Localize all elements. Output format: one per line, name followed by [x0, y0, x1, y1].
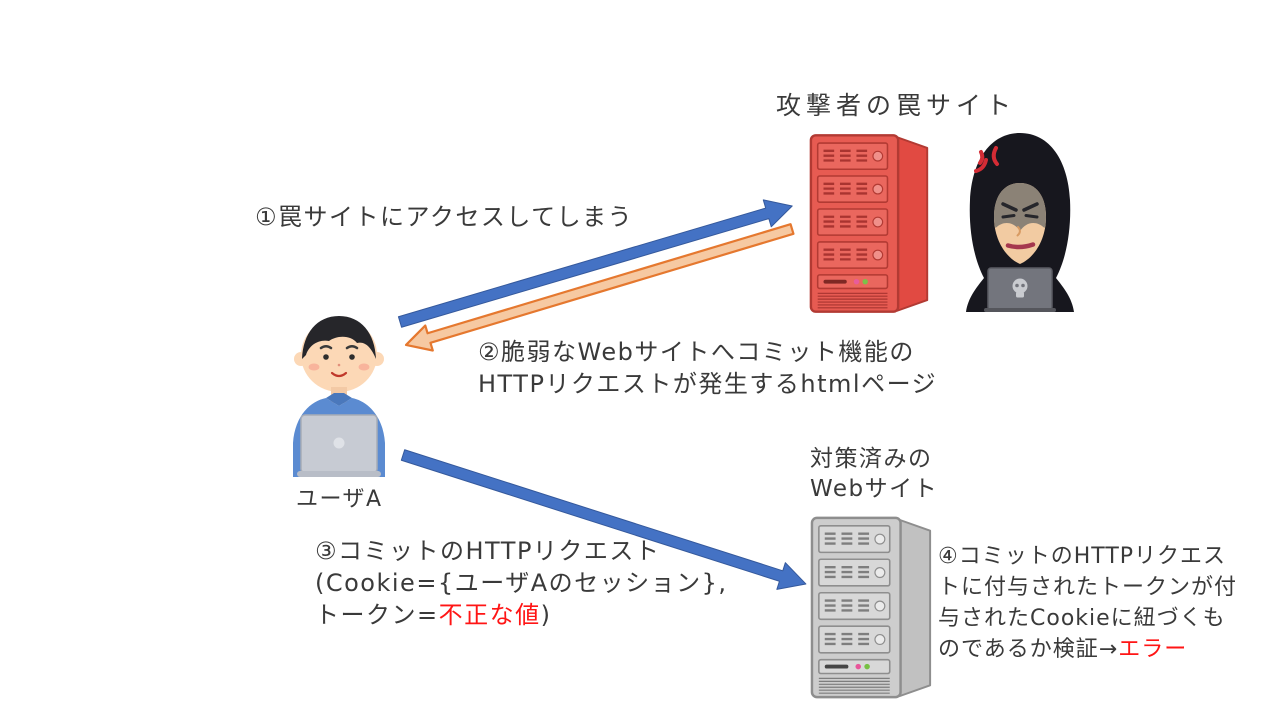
skull-icon	[1012, 278, 1028, 298]
step1-arrow	[397, 199, 793, 328]
user-laptop-base	[297, 471, 381, 477]
hacker-laptop-base	[984, 308, 1056, 312]
hacker-angry-eyes	[1001, 202, 1039, 219]
user-mouth	[330, 371, 348, 378]
user-eye-left	[323, 354, 329, 360]
user-eyebrows	[319, 345, 359, 350]
user-blush-right	[358, 363, 370, 371]
user-label: ユーザA	[296, 487, 383, 512]
user-eye-right	[349, 354, 355, 360]
invalid-token-value: 不正な値	[438, 601, 541, 629]
hacker-mouth	[1005, 242, 1036, 250]
attacker-server-icon	[810, 135, 928, 312]
hacker-nose	[1016, 226, 1021, 237]
anger-mark-icon	[974, 146, 999, 173]
user-collar	[326, 393, 352, 406]
user-icon	[293, 316, 385, 477]
step1-label: ①罠サイトにアクセスしてしまう	[255, 203, 634, 231]
protected-site-label: 対策済みの Webサイト	[810, 446, 939, 502]
step2-arrow	[404, 223, 795, 352]
user-nose	[337, 363, 341, 367]
protected-server-icon	[811, 517, 931, 698]
user-blush-left	[308, 363, 320, 371]
hacker-icon	[966, 133, 1074, 312]
attacker-site-title: 攻撃者の罠サイト	[776, 91, 1017, 120]
step3-arrow	[400, 449, 807, 590]
step3-label: ③コミットのHTTPリクエスト (Cookie={ユーザAのセッション}, トー…	[315, 537, 728, 629]
error-result: エラー	[1118, 637, 1188, 662]
user-laptop-logo	[333, 437, 345, 449]
hacker-mask	[994, 183, 1046, 231]
step4-label: ④コミットのHTTPリクエス トに付与されたトークンが付 与されたCookieに…	[938, 544, 1238, 662]
step2-label: ②脆弱なWebサイトへコミット機能の HTTPリクエストが発生するhtmlページ	[478, 338, 938, 398]
user-hair	[302, 316, 376, 359]
